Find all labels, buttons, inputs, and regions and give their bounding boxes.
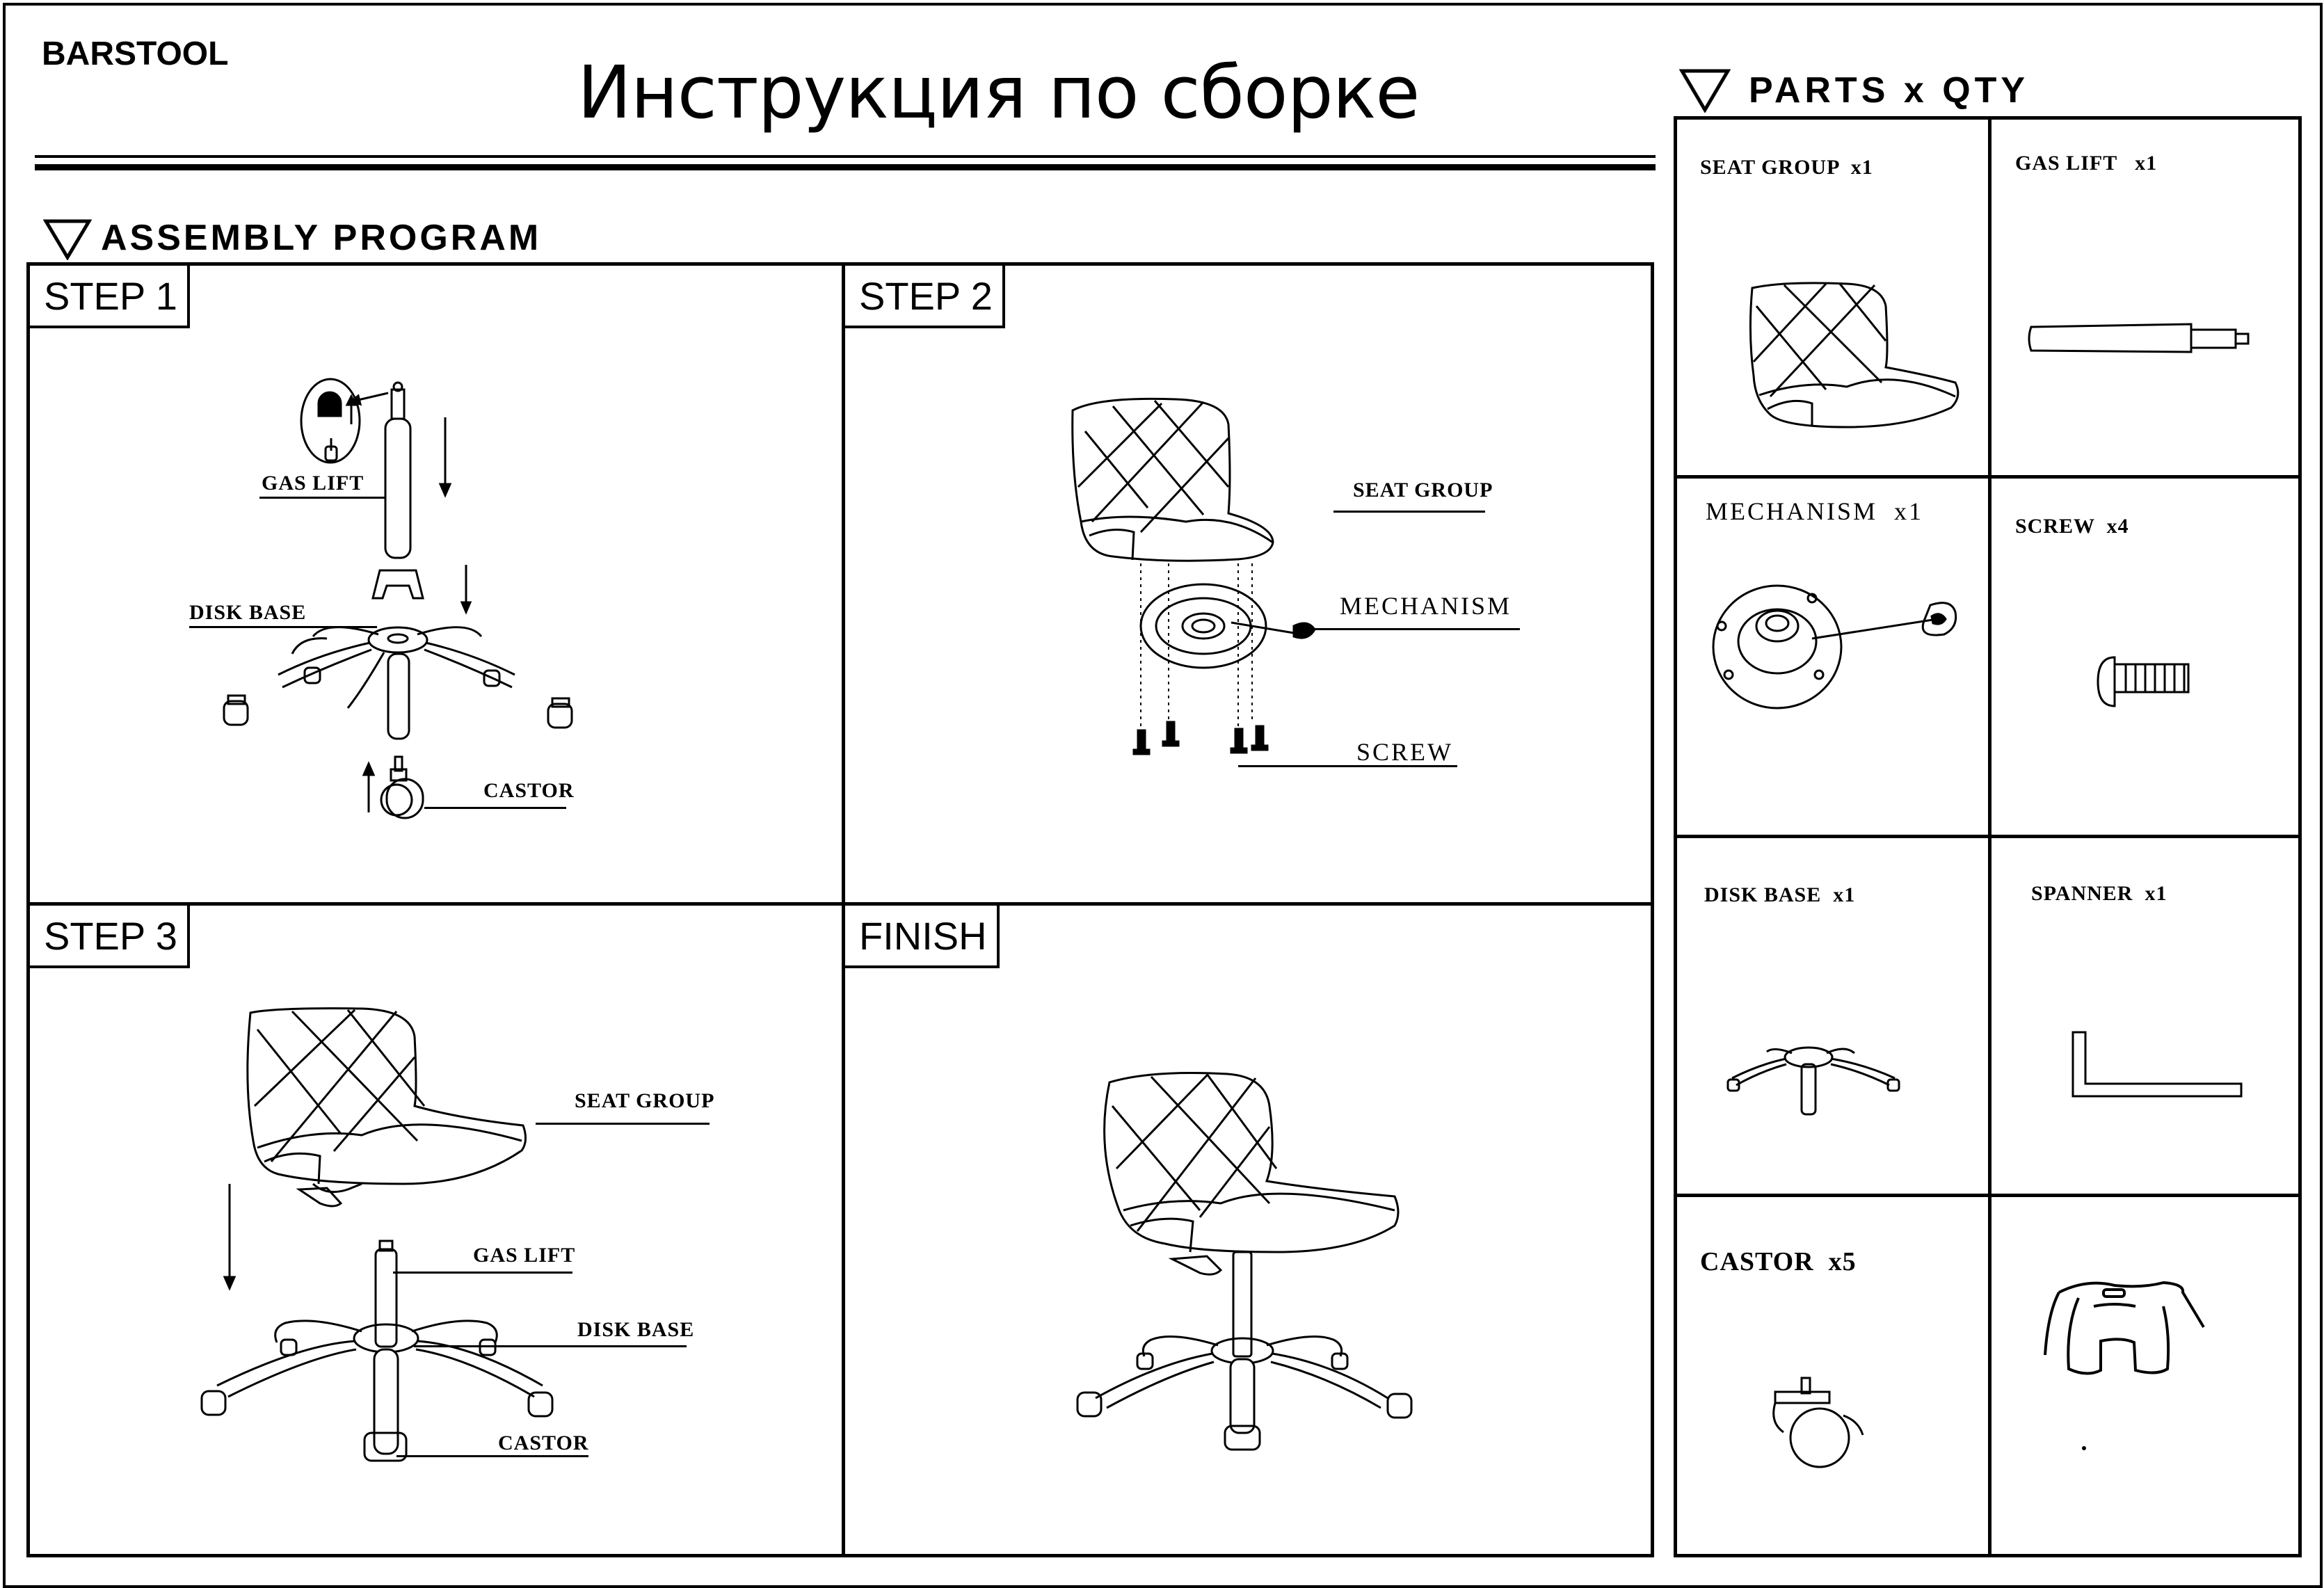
base-cap-icon xyxy=(2045,1278,2212,1450)
leader-line xyxy=(414,1345,687,1347)
step-2-illustration xyxy=(1064,390,1356,765)
callout-screw: SCREW xyxy=(1356,738,1454,766)
castor-icon xyxy=(1767,1374,1871,1471)
step-3-illustration xyxy=(195,1002,584,1475)
grid-divider-vertical xyxy=(842,262,845,1557)
leader-line xyxy=(396,1455,588,1457)
spanner-icon xyxy=(2070,1029,2245,1106)
part-label-spanner: SPANNER x1 xyxy=(2031,882,2167,905)
page-title: Инструкция по сборке xyxy=(577,50,1420,135)
step-3-label: STEP 3 xyxy=(30,906,190,968)
callout-seat-group: SEAT GROUP xyxy=(1353,479,1493,502)
callout-disk-base: DISK BASE xyxy=(189,601,307,624)
callout-gas-lift: GAS LIFT xyxy=(473,1244,576,1267)
grid-divider-horizontal xyxy=(26,902,1654,906)
parts-divider-horizontal xyxy=(1674,1194,2302,1197)
leader-line xyxy=(1333,511,1485,513)
callout-gas-lift: GAS LIFT xyxy=(262,472,364,495)
title-rule-thin xyxy=(35,155,1656,158)
triangle-marker-icon xyxy=(43,219,92,260)
callout-mechanism: MECHANISM xyxy=(1340,592,1512,620)
assembly-heading: ASSEMBLY PROGRAM xyxy=(101,218,542,258)
part-label-gas-lift: GAS LIFT x1 xyxy=(2015,152,2158,175)
parts-divider-horizontal xyxy=(1674,475,2302,479)
callout-disk-base: DISK BASE xyxy=(577,1318,695,1341)
mechanism-icon xyxy=(1708,577,1965,716)
leader-line xyxy=(424,807,566,809)
parts-divider-horizontal xyxy=(1674,835,2302,838)
triangle-marker-icon xyxy=(1679,69,1731,113)
title-rule-thick xyxy=(35,164,1656,170)
callout-seat-group: SEAT GROUP xyxy=(575,1089,715,1112)
part-label-seat-group: SEAT GROUP x1 xyxy=(1700,156,1873,179)
leader-line xyxy=(189,626,377,628)
part-label-mechanism: MECHANISM x1 xyxy=(1706,497,1924,525)
part-label-disk-base: DISK BASE x1 xyxy=(1704,883,1856,906)
leader-line xyxy=(259,497,385,499)
step-1-label: STEP 1 xyxy=(30,266,190,328)
part-label-castor: CASTOR x5 xyxy=(1700,1247,1857,1276)
assembly-grid xyxy=(26,262,1654,1557)
gas-lift-icon xyxy=(2024,314,2261,363)
leader-line xyxy=(536,1123,710,1125)
screw-icon xyxy=(2094,650,2198,713)
callout-castor: CASTOR xyxy=(483,779,575,802)
finish-label: FINISH xyxy=(845,906,1000,968)
parts-heading: PARTS x QTY xyxy=(1749,70,2030,111)
part-label-screw: SCREW x4 xyxy=(2015,515,2129,538)
disk-base-icon xyxy=(1725,1036,1913,1120)
seat-group-icon xyxy=(1742,278,1965,431)
leader-line xyxy=(393,1272,572,1274)
product-name: BARSTOOL xyxy=(42,35,229,72)
finish-illustration xyxy=(1068,1064,1429,1454)
step-2-label: STEP 2 xyxy=(845,266,1005,328)
step-1-illustration xyxy=(209,362,598,849)
leader-line xyxy=(1308,628,1520,630)
callout-castor: CASTOR xyxy=(498,1431,589,1454)
leader-line xyxy=(1238,765,1457,767)
